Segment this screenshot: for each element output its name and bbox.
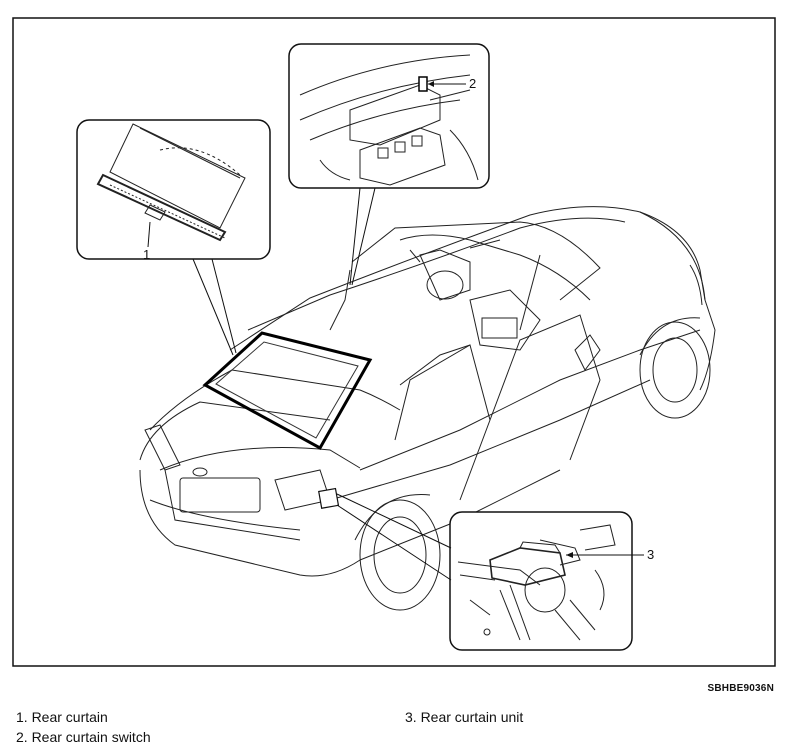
rear-window-outline [202,331,373,451]
leader-line [211,258,237,354]
callout-2: 2 [469,76,476,91]
leader-line [336,504,452,581]
callout-1: 1 [143,247,150,262]
figure-code: SBHBE9036N [707,683,774,694]
switch-location-marker [318,487,340,509]
legend-item-rear-curtain-unit: 3. Rear curtain unit [405,709,524,725]
leader-line [192,258,234,356]
leader-line [351,187,376,286]
inset-rear-curtain-switch: 2 [288,43,490,189]
leader-line [349,187,361,286]
legend-item-rear-curtain-switch: 2. Rear curtain switch [16,729,151,745]
legend-item-rear-curtain: 1. Rear curtain [16,709,108,725]
inset-rear-curtain-unit: 3 [449,511,654,651]
diagram-frame [12,17,776,667]
leader-line [336,493,452,549]
callout-3: 3 [647,547,654,562]
inset-rear-curtain: 1 [76,119,271,262]
